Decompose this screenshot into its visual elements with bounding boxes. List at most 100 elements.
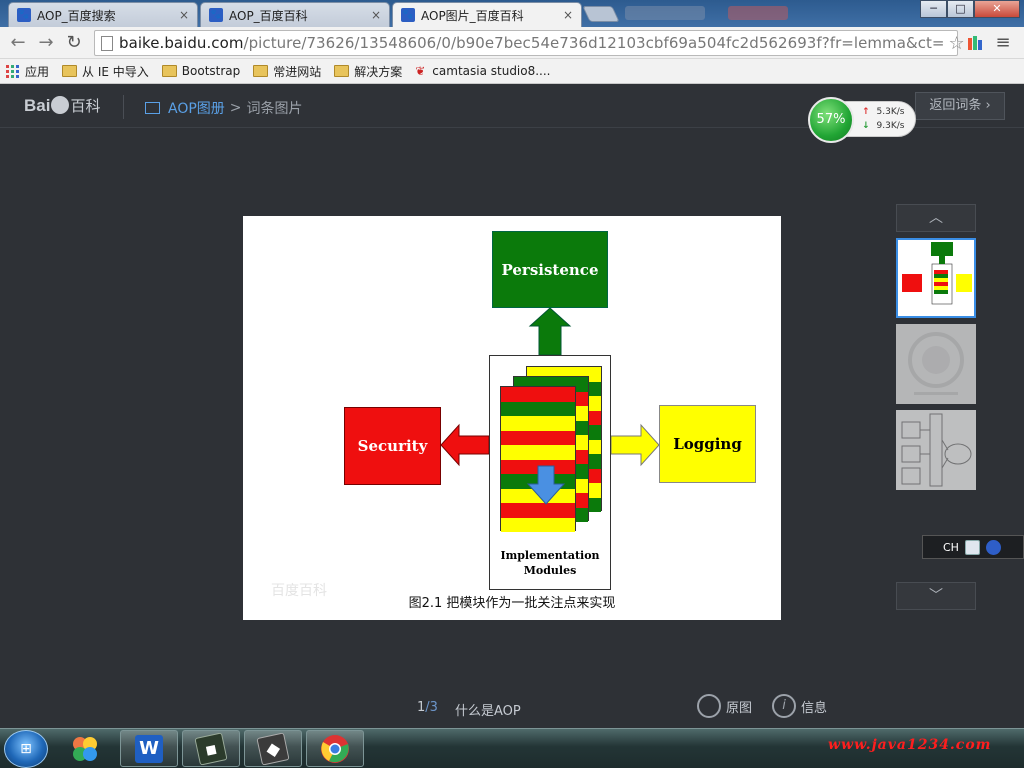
folder-icon xyxy=(334,65,350,77)
thumbnail-logo-image xyxy=(896,324,976,404)
back-to-entry-button[interactable]: 返回词条 › xyxy=(915,92,1005,120)
viewer-footer: 1/3 什么是AOP 原图 i 信息 xyxy=(0,688,1024,728)
forward-arrow-icon[interactable]: → xyxy=(38,32,54,53)
thumbnail-diagram-image xyxy=(896,410,976,490)
breadcrumb-album-link[interactable]: AOP图册 xyxy=(168,101,225,117)
back-arrow-icon[interactable]: ← xyxy=(10,32,26,53)
thumbnail-1[interactable] xyxy=(896,238,976,318)
folder-icon xyxy=(161,65,177,77)
page-counter: 1/3 xyxy=(417,700,438,715)
album-icon xyxy=(145,102,160,114)
extension-icon[interactable] xyxy=(966,34,984,52)
info-icon: i xyxy=(772,694,796,718)
thumbnail-prev-button[interactable]: ︿ xyxy=(896,204,976,232)
tab-title: AOP_百度搜索 xyxy=(37,8,116,23)
module-layer-front xyxy=(500,386,576,532)
breadcrumb-current: 词条图片 xyxy=(246,101,303,117)
ime-language-bar[interactable]: CH xyxy=(922,535,1024,559)
apps-grid-icon xyxy=(6,64,19,78)
browser-toolbar: ← → ↻ baike.baidu.com/picture/73626/1354… xyxy=(0,27,1024,59)
wps-writer-icon[interactable]: W xyxy=(120,730,178,767)
chrome-icon[interactable] xyxy=(306,730,364,767)
baidu-paw-icon xyxy=(51,96,70,114)
windows-start-icon[interactable]: ⊞ xyxy=(4,730,48,768)
chevron-up-icon: ︿ xyxy=(929,210,943,226)
breadcrumb-separator: > xyxy=(229,100,242,116)
url-text: baike.baidu.com/picture/73626/13548606/0… xyxy=(119,34,945,52)
app-store-icon[interactable] xyxy=(56,730,114,767)
baidu-paw-icon: 🐾 xyxy=(209,8,223,22)
info-button[interactable]: i 信息 xyxy=(772,694,827,718)
chevron-down-icon: ﹀ xyxy=(929,588,943,604)
camtasia-icon: ❦ xyxy=(415,63,426,78)
search-icon xyxy=(697,694,721,718)
thumbnail-3[interactable] xyxy=(896,410,976,490)
arrow-down-blue xyxy=(526,465,566,505)
tab-aop-pictures[interactable]: 🐾 AOP图片_百度百科 × xyxy=(392,2,582,27)
baike-watermark: 百度百科 xyxy=(271,583,327,599)
window-controls: ─ □ ✕ xyxy=(920,0,1020,18)
site-watermark: www.java1234.com xyxy=(828,737,992,753)
persistence-box: Persistence xyxy=(492,231,608,308)
tool-icon[interactable]: ◆ xyxy=(244,730,302,767)
blurred-region xyxy=(728,6,788,20)
picture-title: 什么是AOP xyxy=(455,704,521,719)
arrow-up-green xyxy=(528,307,572,356)
new-tab-button[interactable] xyxy=(582,6,620,22)
reload-icon[interactable]: ↻ xyxy=(66,32,82,53)
browser-tab-strip: 🐾 AOP_百度搜索 × 🐾 AOP_百度百科 × 🐾 AOP图片_百度百科 ×… xyxy=(0,0,1024,27)
bookmark-apps[interactable]: 应用 xyxy=(6,63,49,80)
bookmark-star-icon[interactable]: ☆ xyxy=(948,32,965,54)
menu-icon[interactable]: ≡ xyxy=(995,32,1011,53)
original-image-button[interactable]: 原图 xyxy=(697,694,752,718)
page-icon xyxy=(101,35,113,51)
ime-label: CH xyxy=(943,540,959,554)
bookmark-import-ie[interactable]: 从 IE 中导入 xyxy=(62,63,149,80)
arrow-left-red xyxy=(440,423,490,467)
main-image[interactable]: Persistence Security Logging Implementat… xyxy=(243,216,781,620)
ime-mode-icon[interactable] xyxy=(964,539,980,555)
speed-percent-badge: 57% xyxy=(808,97,854,143)
tab-close-icon[interactable]: × xyxy=(562,8,574,22)
terminal-icon[interactable]: ▪ xyxy=(182,730,240,767)
help-icon[interactable] xyxy=(985,539,1001,555)
upload-arrow-icon: ↑ xyxy=(862,107,870,117)
breadcrumb: AOP图册 > 词条图片 xyxy=(145,98,303,118)
bookmark-solutions[interactable]: 解决方案 xyxy=(334,63,402,80)
network-speed-widget[interactable]: 57% ↑5.3K/s ↓9.3K/s xyxy=(808,97,916,143)
download-arrow-icon: ↓ xyxy=(862,121,870,131)
upload-speed: ↑5.3K/s xyxy=(862,107,905,117)
address-bar[interactable]: baike.baidu.com/picture/73626/13548606/0… xyxy=(94,30,965,56)
folder-icon xyxy=(62,65,78,77)
blurred-region xyxy=(625,6,705,20)
thumbnail-next-button[interactable]: ﹀ xyxy=(896,582,976,610)
bookmark-camtasia[interactable]: ❦ camtasia studio8.... xyxy=(415,63,551,78)
security-box: Security xyxy=(344,407,441,485)
figure-caption: 图2.1 把模块作为一批关注点来实现 xyxy=(408,596,616,611)
logging-box: Logging xyxy=(659,405,756,483)
tab-title: AOP_百度百科 xyxy=(229,8,308,23)
bookmark-frequent-sites[interactable]: 常进网站 xyxy=(253,63,321,80)
folder-icon xyxy=(253,65,269,77)
tab-aop-search[interactable]: 🐾 AOP_百度搜索 × xyxy=(8,2,198,27)
bookmark-bootstrap[interactable]: Bootstrap xyxy=(161,64,240,78)
figure-arrows xyxy=(440,307,660,467)
tab-aop-baike[interactable]: 🐾 AOP_百度百科 × xyxy=(200,2,390,27)
tab-title: AOP图片_百度百科 xyxy=(421,8,524,23)
tab-close-icon[interactable]: × xyxy=(370,8,382,22)
windows-taskbar: ⊞ W ▪ ◆ www.java1234.com xyxy=(0,728,1024,768)
baidu-paw-icon: 🐾 xyxy=(17,8,31,22)
baidu-paw-icon: 🐾 xyxy=(401,8,415,22)
tab-close-icon[interactable]: × xyxy=(178,8,190,22)
minimize-button[interactable]: ─ xyxy=(920,0,947,18)
thumbnail-figure xyxy=(902,242,972,305)
arrow-right-yellow xyxy=(610,423,660,467)
maximize-button[interactable]: □ xyxy=(947,0,974,18)
close-window-button[interactable]: ✕ xyxy=(974,0,1020,18)
bookmarks-bar: 应用 从 IE 中导入 Bootstrap 常进网站 解决方案 ❦ camtas… xyxy=(0,59,1024,84)
thumbnail-2[interactable] xyxy=(896,324,976,404)
